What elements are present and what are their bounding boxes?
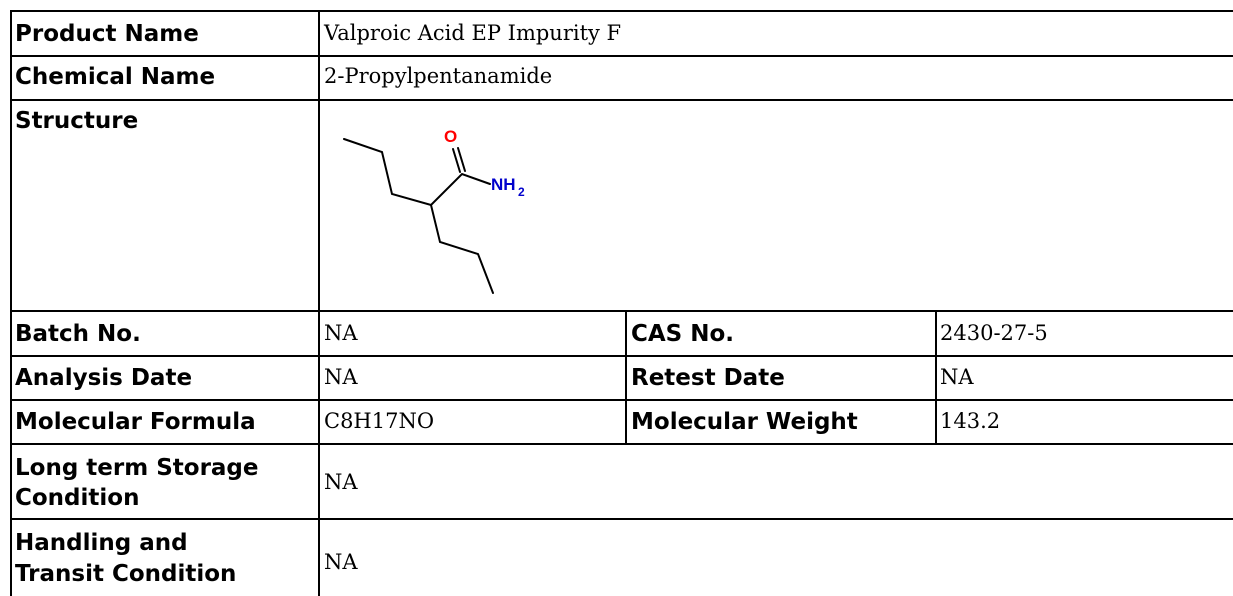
molecular-formula-value: C8H17NO [324,409,435,433]
structure-atom-subscript: 2 [518,185,525,199]
table-border-top [10,10,1233,12]
batch-no-value: NA [324,321,358,345]
molecular-formula-label: Molecular Formula [15,409,256,435]
structure-label: Structure [15,108,139,134]
row-divider [10,518,1233,520]
chemical-structure-image: O NH 2 [343,127,525,294]
row-divider [10,55,1233,57]
analysis-date-value: NA [324,365,358,389]
cas-no-label: CAS No. [631,321,735,347]
chemical-name-label: Chemical Name [15,64,216,90]
row-divider [10,310,1233,312]
product-name-value: Valproic Acid EP Impurity F [324,21,622,45]
row-divider [10,355,1233,357]
molecular-weight-value: 143.2 [940,409,1001,433]
storage-condition-label-line1: Long term Storage [15,455,259,481]
column-divider [625,310,627,445]
handling-condition-value: NA [324,550,358,574]
analysis-date-label: Analysis Date [15,365,193,391]
table-border-left [10,10,12,596]
structure-atom-amide: NH [491,175,516,194]
structure-bond-chain [343,138,491,207]
structure-atom-oxygen: O [444,127,457,146]
chemical-name-value: 2-Propylpentanamide [324,64,553,88]
structure-bond-double [452,148,461,173]
column-divider [318,10,320,596]
molecular-weight-label: Molecular Weight [631,409,858,435]
retest-date-label: Retest Date [631,365,785,391]
handling-condition-label-line2: Transit Condition [15,561,237,587]
handling-condition-label-line1: Handling and [15,530,188,556]
row-divider [10,399,1233,401]
structure-bond-double [457,147,466,172]
batch-no-label: Batch No. [15,321,141,347]
retest-date-value: NA [940,365,974,389]
column-divider [935,310,937,445]
cas-no-value: 2430-27-5 [940,321,1048,345]
structure-bond-chain [430,204,494,294]
row-divider [10,443,1233,445]
row-divider [10,99,1233,101]
storage-condition-value: NA [324,470,358,494]
product-name-label: Product Name [15,21,199,47]
storage-condition-label-line2: Condition [15,485,140,511]
